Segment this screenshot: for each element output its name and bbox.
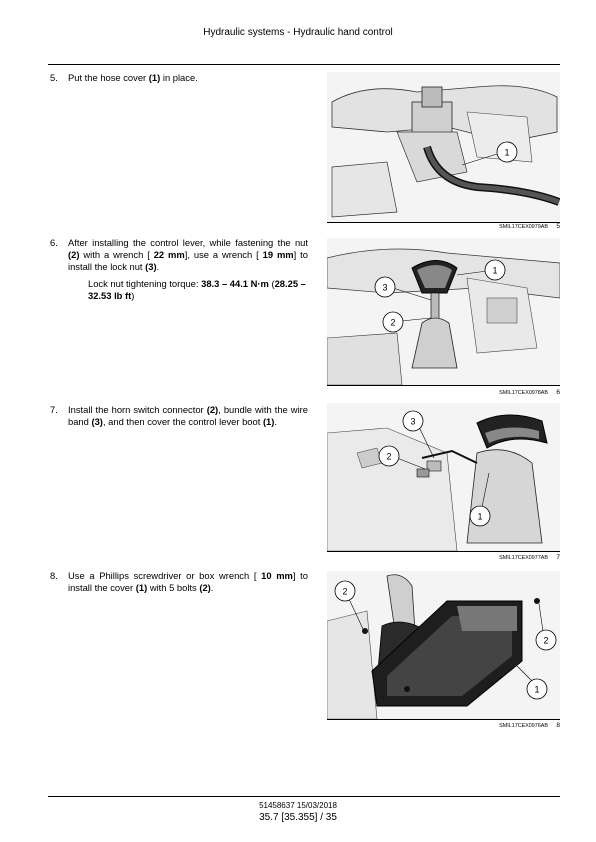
text-run: Install the horn switch connector xyxy=(68,404,207,415)
figure-illustration: 1 xyxy=(327,72,560,223)
figure-number: 5 xyxy=(556,223,560,230)
bold-text-run: (1) xyxy=(148,72,161,83)
callout-circle xyxy=(496,141,518,163)
step-number: 5. xyxy=(50,72,58,83)
figure-illustration: 1 3 2 xyxy=(327,238,560,386)
figure-7: 3 2 1 SMIL17CEX0977AB 7 xyxy=(327,403,560,565)
callout-circle xyxy=(334,580,356,602)
text-run: ] to install the lock nut xyxy=(68,249,308,272)
step-number: 6. xyxy=(50,237,58,248)
text-run: . xyxy=(210,582,214,593)
figure-code: SMIL17CEX0976AB xyxy=(499,723,548,729)
hose-cover-illustration: 1 xyxy=(327,72,560,222)
callout-circle xyxy=(378,445,400,467)
text-run: with a wrench [ xyxy=(79,249,154,260)
text-run: After installing the control lever, whil… xyxy=(68,237,308,248)
callout-label: 2 xyxy=(390,318,395,328)
callout-label: 3 xyxy=(382,283,387,293)
text-run: . xyxy=(274,416,278,427)
bold-text-run: 38.3 – 44.1 N·m xyxy=(201,278,269,289)
text-run: with 5 bolts xyxy=(147,582,200,593)
text-run: ] to install the cover xyxy=(68,570,308,593)
text-run: , and then cover the control lever boot xyxy=(102,416,263,427)
step-text: Use a Phillips screwdriver or box wrench… xyxy=(68,570,308,594)
step-text: Put the hose cover (1) in place. xyxy=(68,72,308,84)
bold-text-run: (1) xyxy=(262,416,275,427)
bold-text-run: 19 mm xyxy=(262,249,294,260)
callout-label: 2 xyxy=(543,636,548,646)
footer-document-id: 51458637 15/03/2018 xyxy=(259,801,337,810)
bold-text-run: (2) xyxy=(68,249,80,260)
figure-6: 1 3 2 SMIL17CEX0978AB 6 xyxy=(327,238,560,400)
figure-number: 6 xyxy=(556,389,560,396)
footer-page-number: 35.7 [35.355] / 35 xyxy=(259,812,337,823)
header-rule xyxy=(48,64,560,65)
callout-label: 1 xyxy=(477,512,482,522)
callout-label: 1 xyxy=(492,266,497,276)
callout-label: 1 xyxy=(504,148,509,158)
step-number: 7. xyxy=(50,404,58,415)
step-number: 8. xyxy=(50,570,58,581)
control-lever-illustration: 1 3 2 xyxy=(327,238,560,385)
callout-circle xyxy=(374,276,396,298)
bold-text-run: (2) xyxy=(199,582,211,593)
figure-illustration: 3 2 1 xyxy=(327,403,560,552)
text-run: Use a Phillips screwdriver or box wrench… xyxy=(68,570,262,581)
text-run: , bundle with the wire band xyxy=(68,404,308,427)
text-run: Lock nut tightening torque: xyxy=(88,278,202,289)
callout-circle xyxy=(484,259,506,281)
callout-circle xyxy=(382,311,404,333)
bold-text-run: 28.25 – 32.53 lb ft xyxy=(88,278,306,301)
text-run: ( xyxy=(268,278,275,289)
bold-text-run: (1) xyxy=(135,582,148,593)
horn-switch-connector-illustration: 3 2 1 xyxy=(327,403,560,551)
bold-text-run: 22 mm xyxy=(153,249,185,260)
bold-text-run: (2) xyxy=(206,404,219,415)
callout-label: 2 xyxy=(342,587,347,597)
figure-illustration: 2 2 1 xyxy=(327,571,560,720)
page-header-title: Hydraulic systems - Hydraulic hand contr… xyxy=(203,27,393,38)
figure-number: 8 xyxy=(556,722,560,729)
step-text: Install the horn switch connector (2), b… xyxy=(68,404,308,428)
callout-label: 1 xyxy=(534,685,539,695)
figure-8: 2 2 1 SMIL17CEX0976AB 8 xyxy=(327,571,560,733)
step-text: After installing the control lever, whil… xyxy=(68,237,308,273)
callout-circle xyxy=(469,505,491,527)
callout-circle xyxy=(535,629,557,651)
callout-label: 2 xyxy=(386,452,391,462)
text-run: Put the hose cover xyxy=(68,72,149,83)
text-run: ], use a wrench [ xyxy=(184,249,263,260)
bold-text-run: 10 mm xyxy=(261,570,293,581)
figure-code: SMIL17CEX0977AB xyxy=(499,555,548,561)
figure-5: 1 SMIL17CEX0979AB 5 xyxy=(327,72,560,237)
figure-code: SMIL17CEX0978AB xyxy=(499,390,548,396)
cover-bolts-illustration: 2 2 1 xyxy=(327,571,560,719)
figure-code: SMIL17CEX0979AB xyxy=(499,224,548,230)
bold-text-run: (3) xyxy=(91,416,103,427)
text-run: in place. xyxy=(160,72,198,83)
torque-spec: Lock nut tightening torque: 38.3 – 44.1 … xyxy=(88,278,308,302)
callout-label: 3 xyxy=(410,417,415,427)
callout-circle xyxy=(526,678,548,700)
footer-rule xyxy=(48,796,560,797)
figure-number: 7 xyxy=(556,554,560,561)
text-run: ) xyxy=(131,290,135,301)
bold-text-run: (3) xyxy=(145,261,157,272)
text-run: . xyxy=(156,261,160,272)
callout-circle xyxy=(402,410,424,432)
